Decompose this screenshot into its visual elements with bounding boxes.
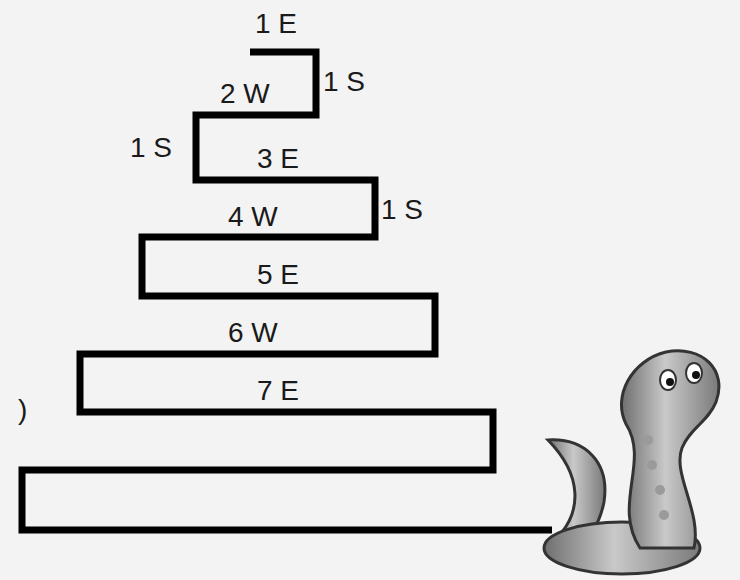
zigzag-path-group [22,52,552,530]
direction-label: 7 E [257,377,299,405]
direction-label: 2 W [220,80,270,108]
direction-label-holder: 4 W [228,203,278,231]
direction-label-holder: 1 S [381,196,423,224]
direction-label: 6 W [228,319,278,347]
snake-scale [647,460,657,470]
snake-eye [686,363,702,383]
direction-label-holder: 6 W [228,319,278,347]
snake-scale [659,510,669,520]
snake-pupil [692,371,700,379]
direction-label-holder: 7 E [257,377,299,405]
direction-label-holder: 1 S [323,68,365,96]
direction-label-holder: 1 S [130,134,172,162]
snake-neck [621,351,718,548]
snake-scale [643,435,653,445]
direction-label: 1 S [130,134,172,162]
direction-label: 1 S [323,68,365,96]
direction-label-holder: 3 E [257,145,299,173]
direction-label-holder: 5 E [257,261,299,289]
direction-label-holder: ) [18,396,27,424]
direction-label-holder: 2 W [220,80,270,108]
direction-label: 5 E [257,261,299,289]
direction-label: 3 E [257,145,299,173]
direction-label-holder: 1 E [255,10,297,38]
snake-scale [655,485,665,495]
direction-label: 1 S [381,196,423,224]
direction-label: 4 W [228,203,278,231]
direction-label: 1 E [255,10,297,38]
snake-eye [660,370,676,390]
snake-illustration [544,351,719,574]
bracket-mark: ) [18,396,27,424]
zigzag-path [22,52,552,530]
snake-pupil [666,378,674,386]
